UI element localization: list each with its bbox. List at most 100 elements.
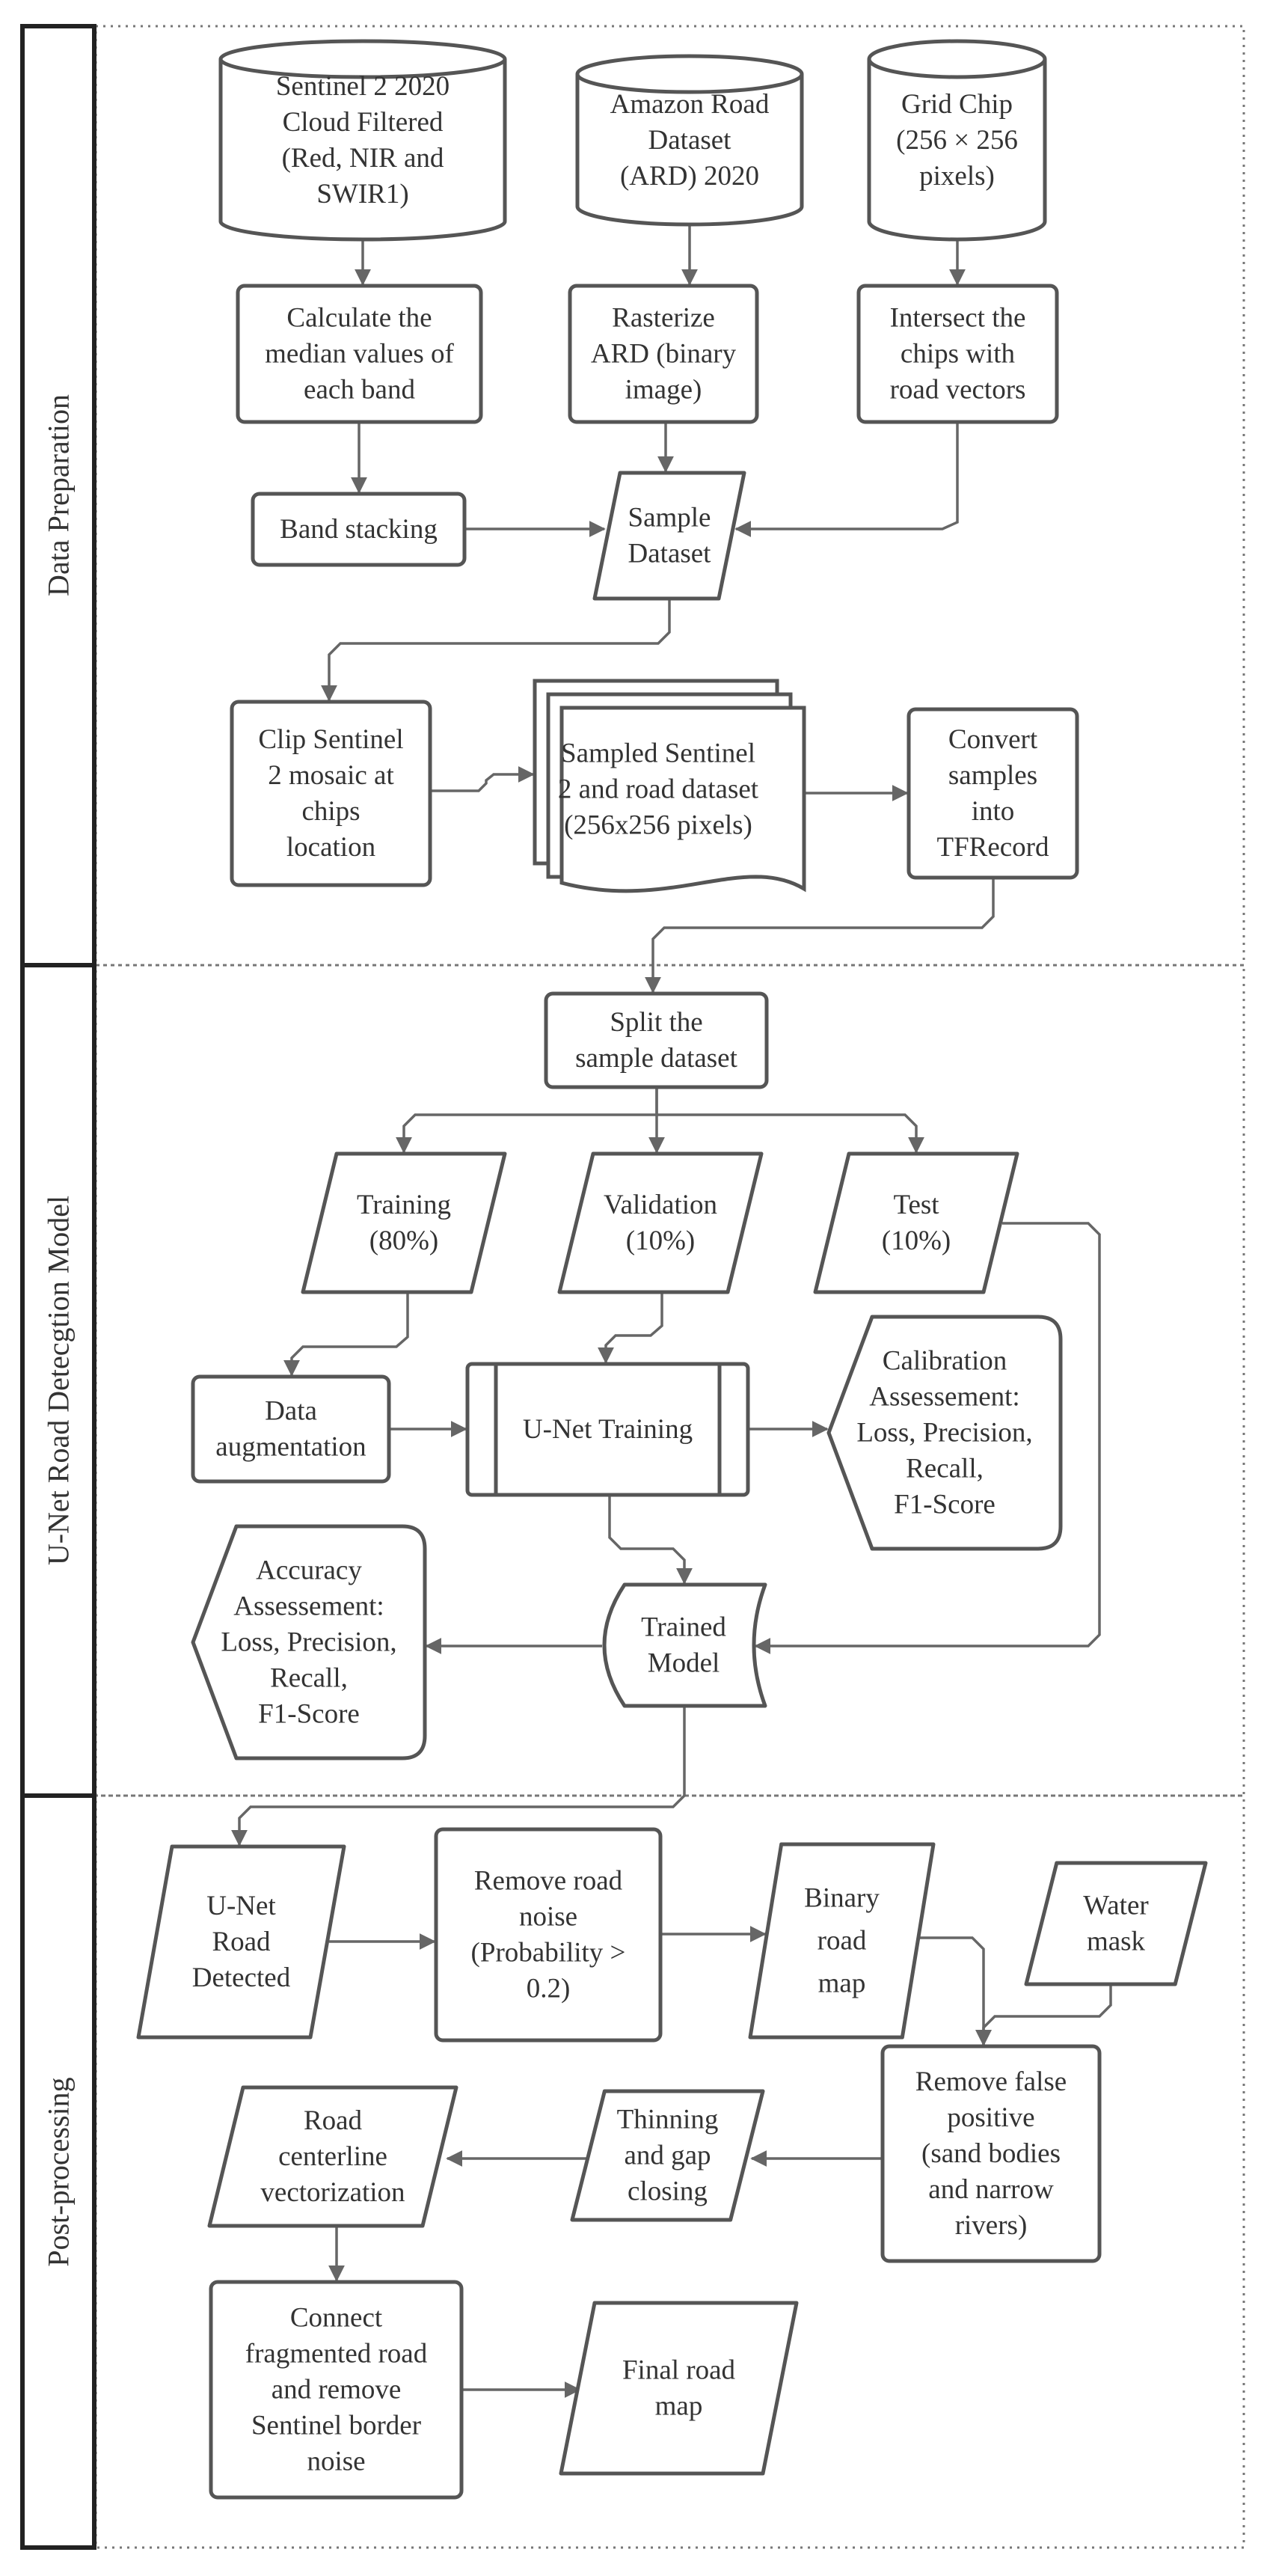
edge-training-to-augmentation <box>283 1292 409 1377</box>
connect-label-line-5: noise <box>307 2447 365 2477</box>
vectorization-label-line-3: vectorization <box>260 2177 405 2208</box>
unet_detected-label-line-1: U-Net <box>206 1891 276 1921</box>
sentinel-label-line-3: (Red, NIR and <box>282 143 444 174</box>
augmentation-label-line-2: augmentation <box>215 1432 366 1463</box>
connect-shape <box>209 2280 464 2500</box>
stacking-label-line-1: Band stacking <box>280 514 438 545</box>
final_map-label-line-2: map <box>655 2391 703 2422</box>
sampled-label-line-1: Sampled Sentinel <box>561 738 755 768</box>
remove_false-shape <box>880 2044 1102 2263</box>
clip-label-line-2: 2 mosaic at <box>268 760 394 791</box>
edge-trained_model-to-unet_detected <box>231 1706 686 1847</box>
amazon-rim <box>575 73 804 94</box>
edge-validation-to-unet_training <box>598 1292 663 1364</box>
median-label-line-2: median values of <box>265 339 454 370</box>
sentinel-label-line-2: Cloud Filtered <box>283 107 444 138</box>
remove_noise-label-line-3: (Probability > <box>471 1938 626 1968</box>
convert-label-line-2: samples <box>948 760 1037 791</box>
binary_map-shape <box>748 1842 936 2040</box>
amazon-label-line-2: Dataset <box>648 125 732 156</box>
median-label-line-1: Calculate the <box>286 302 432 333</box>
split-shape <box>544 991 769 1089</box>
remove_false-label-line-3: (sand bodies <box>921 2138 1061 2169</box>
edge-sample_dataset-to-clip <box>321 599 671 702</box>
calibration-label-line-4: Recall, <box>906 1454 984 1484</box>
vectorization-label-line-2: centerline <box>278 2141 387 2172</box>
convert-shape <box>907 707 1079 880</box>
sentinel-shape <box>218 39 507 242</box>
sample_dataset-label-line-1: Sample <box>628 502 711 533</box>
amazon-label-line-1: Amazon Road <box>610 89 770 120</box>
water_mask-shape <box>1024 1861 1208 1986</box>
accuracy-label-line-3: Loss, Precision, <box>221 1627 396 1658</box>
unet_detected-shape <box>136 1844 346 2040</box>
unet_detected-label-line-2: Road <box>212 1927 271 1957</box>
amazon-label-line-3: (ARD) 2020 <box>620 161 759 192</box>
lane-label-post: Post-processing <box>42 2077 76 2266</box>
binary_map-label-line-2: road <box>817 1926 867 1957</box>
vectorization-label-line-1: Road <box>304 2105 363 2136</box>
remove_noise-label-line-2: noise <box>519 1901 577 1932</box>
sentinel-label-line-4: SWIR1) <box>316 179 408 209</box>
validation-shape <box>557 1151 764 1294</box>
split-label-line-1: Split the <box>610 1007 702 1038</box>
calibration-label-line-5: F1-Score <box>894 1490 996 1520</box>
training-shape <box>301 1151 507 1294</box>
lane-frame-model <box>94 964 1245 1797</box>
thinning-label-line-2: and gap <box>624 2141 711 2171</box>
sampled-label-line-2: 2 and road dataset <box>558 774 759 805</box>
intersect-label-line-2: chips with <box>901 339 1016 370</box>
clip-label-line-4: location <box>286 832 375 863</box>
stacking-shape <box>251 492 467 567</box>
validation-label-line-2: (10%) <box>626 1226 695 1256</box>
connect-label-line-1: Connect <box>290 2302 383 2333</box>
connect-label-line-3: and remove <box>272 2375 402 2405</box>
remove_noise-label-line-4: 0.2) <box>527 1974 571 2004</box>
median-shape <box>236 284 483 424</box>
training-label-line-1: Training <box>357 1190 451 1220</box>
augmentation-label-line-1: Data <box>265 1395 317 1426</box>
grid-label-line-1: Grid Chip <box>901 89 1013 120</box>
grid-shape <box>867 39 1047 242</box>
amazon-shape <box>575 54 804 227</box>
rasterize-shape <box>568 284 759 424</box>
calibration-shape <box>826 1315 1063 1551</box>
accuracy-shape <box>191 1524 427 1760</box>
node-stacking: Band stacking <box>251 492 467 567</box>
clip-label-line-3: chips <box>301 796 360 827</box>
accuracy-label-line-1: Accuracy <box>256 1555 362 1585</box>
connect-label-line-2: fragmented road <box>245 2338 428 2369</box>
accuracy-label-line-4: Recall, <box>270 1663 348 1694</box>
thinning-label-line-1: Thinning <box>617 2104 719 2135</box>
accuracy-label-line-2: Assessement: <box>233 1591 384 1621</box>
training-label-line-2: (80%) <box>369 1226 438 1256</box>
clip-label-line-1: Clip Sentinel <box>258 724 403 755</box>
intersect-label-line-3: road vectors <box>890 375 1026 406</box>
vectorization-shape <box>207 2085 458 2228</box>
calibration-label-line-3: Loss, Precision, <box>856 1418 1032 1448</box>
remove_noise-shape <box>434 1827 663 2043</box>
node-test: Test(10%) <box>813 1151 1019 1294</box>
edge-water_mask-to-remove_false <box>975 1984 1112 2046</box>
clip-shape <box>230 700 432 887</box>
edge-binary_map-to-remove_false <box>918 1936 992 2046</box>
node-unet_training: U-Net Training <box>465 1362 750 1497</box>
unet_detected-label-line-3: Detected <box>192 1962 291 1993</box>
lane-label-prep: Data Preparation <box>42 394 76 596</box>
test-shape <box>813 1151 1019 1294</box>
rasterize-label-line-2: ARD (binary <box>591 339 737 370</box>
final_map-shape <box>559 2301 799 2476</box>
node-training: Training (80%) <box>301 1151 507 1294</box>
thinning-label-line-3: closing <box>628 2176 708 2207</box>
median-label-line-3: each band <box>304 375 415 406</box>
node-augmentation: Data augmentation <box>191 1374 391 1484</box>
